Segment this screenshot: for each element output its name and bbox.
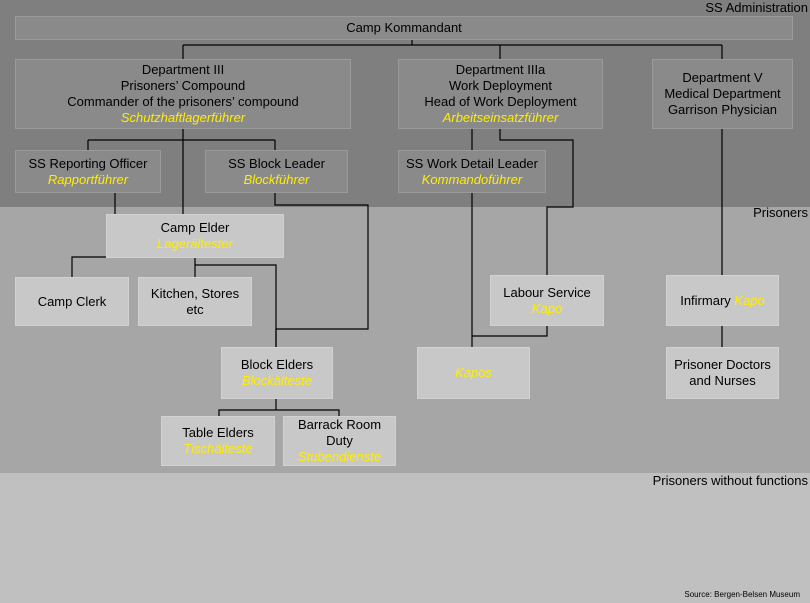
node-label: Prisoners’ Compound [120,78,246,93]
node-label: Camp Elder [160,220,230,235]
prisoners-without-functions-band [0,473,810,603]
kitchen-stores-box: Kitchen, Stores etc [138,277,252,326]
ss-work-detail-leader-box: SS Work Detail Leader Kommandoführer [398,150,546,193]
barrack-room-duty-box: Barrack Room Duty Stubendienste [283,416,396,466]
german-term: Kapo [734,292,765,308]
node-label: Barrack Room [297,417,382,432]
node-label: Camp Clerk [37,293,107,309]
german-term: Stubendienste [297,449,382,464]
node-label: Department III [141,62,225,77]
node-label: Block Elders [240,357,314,372]
german-term: Blockführer [243,171,310,187]
department-iii-box: Department III Prisoners’ Compound Comma… [15,59,351,129]
camp-kommandant-box: Camp Kommandant [15,16,793,40]
german-term: Schutzhaftlagerführer [120,110,246,125]
department-v-box: Department V Medical Department Garrison… [652,59,793,129]
node-label: SS Reporting Officer [28,155,148,171]
connector-blockelders-subunits [218,399,340,416]
node-label: Duty [326,433,353,448]
node-label: Labour Service [503,284,591,300]
node-label: Head of Work Deployment [424,94,577,109]
node-label: Prisoner Doctors [674,357,771,372]
node-label: Department V [682,70,763,85]
connector-elder-blockelders [195,264,277,347]
node-label: SS Work Detail Leader [406,155,538,171]
prisoner-doctors-box: Prisoner Doctors and Nurses [666,347,779,399]
german-term: Kapos [455,365,492,380]
camp-clerk-box: Camp Clerk [15,277,129,326]
infirmary-box: Infirmary Kapo [666,275,779,326]
department-iiia-box: Department IIIa Work Deployment Head of … [398,59,603,129]
node-label: SS Block Leader [228,155,325,171]
node-label: Table Elders [182,425,254,440]
prisoners-without-functions-label: Prisoners without functions [652,473,808,488]
german-term: Arbeitseinsatzführer [442,110,559,125]
german-term: Kommandoführer [421,171,523,187]
node-label: Garrison Physician [667,102,778,117]
ss-reporting-officer-box: SS Reporting Officer Rapportführer [15,150,161,193]
node-label: Medical Department [664,86,781,101]
german-term: Lagerältester [157,236,233,251]
ss-block-leader-box: SS Block Leader Blockführer [205,150,348,193]
node-label: Department IIIa [455,62,546,77]
german-term: Kapo [531,300,563,316]
table-elders-box: Table Elders Tischälteste [161,416,275,466]
labour-service-box: Labour Service Kapo [490,275,604,326]
german-term: Tischälteste [183,441,253,456]
connector-dept3a-workdetail [471,129,574,275]
node-label: and Nurses [689,373,756,388]
node-label: Kitchen, Stores [150,285,240,301]
connector-dept3-officers [87,139,276,150]
node-label: Camp Kommandant [346,20,462,35]
camp-elder-box: Camp Elder Lagerältester [106,214,284,258]
node-label: Infirmary [680,292,731,308]
german-term: Rapportführer [47,171,129,187]
german-term: Blockälteste [241,373,313,388]
connector-blockleader-blockelders [274,193,369,347]
connector-labour-kapos [472,326,548,337]
node-label: etc [186,301,204,317]
kapos-box: Kapos [417,347,530,399]
prisoners-label: Prisoners [753,205,808,220]
block-elders-box: Block Elders Blockälteste [221,347,333,399]
connector-kommandant-departments [182,40,723,59]
source-credit: Source: Bergen-Belsen Museum [684,590,800,599]
node-label: Commander of the prisoners’ compound [67,94,299,109]
ss-administration-label: SS Administration [705,0,808,15]
node-label: Work Deployment [448,78,553,93]
